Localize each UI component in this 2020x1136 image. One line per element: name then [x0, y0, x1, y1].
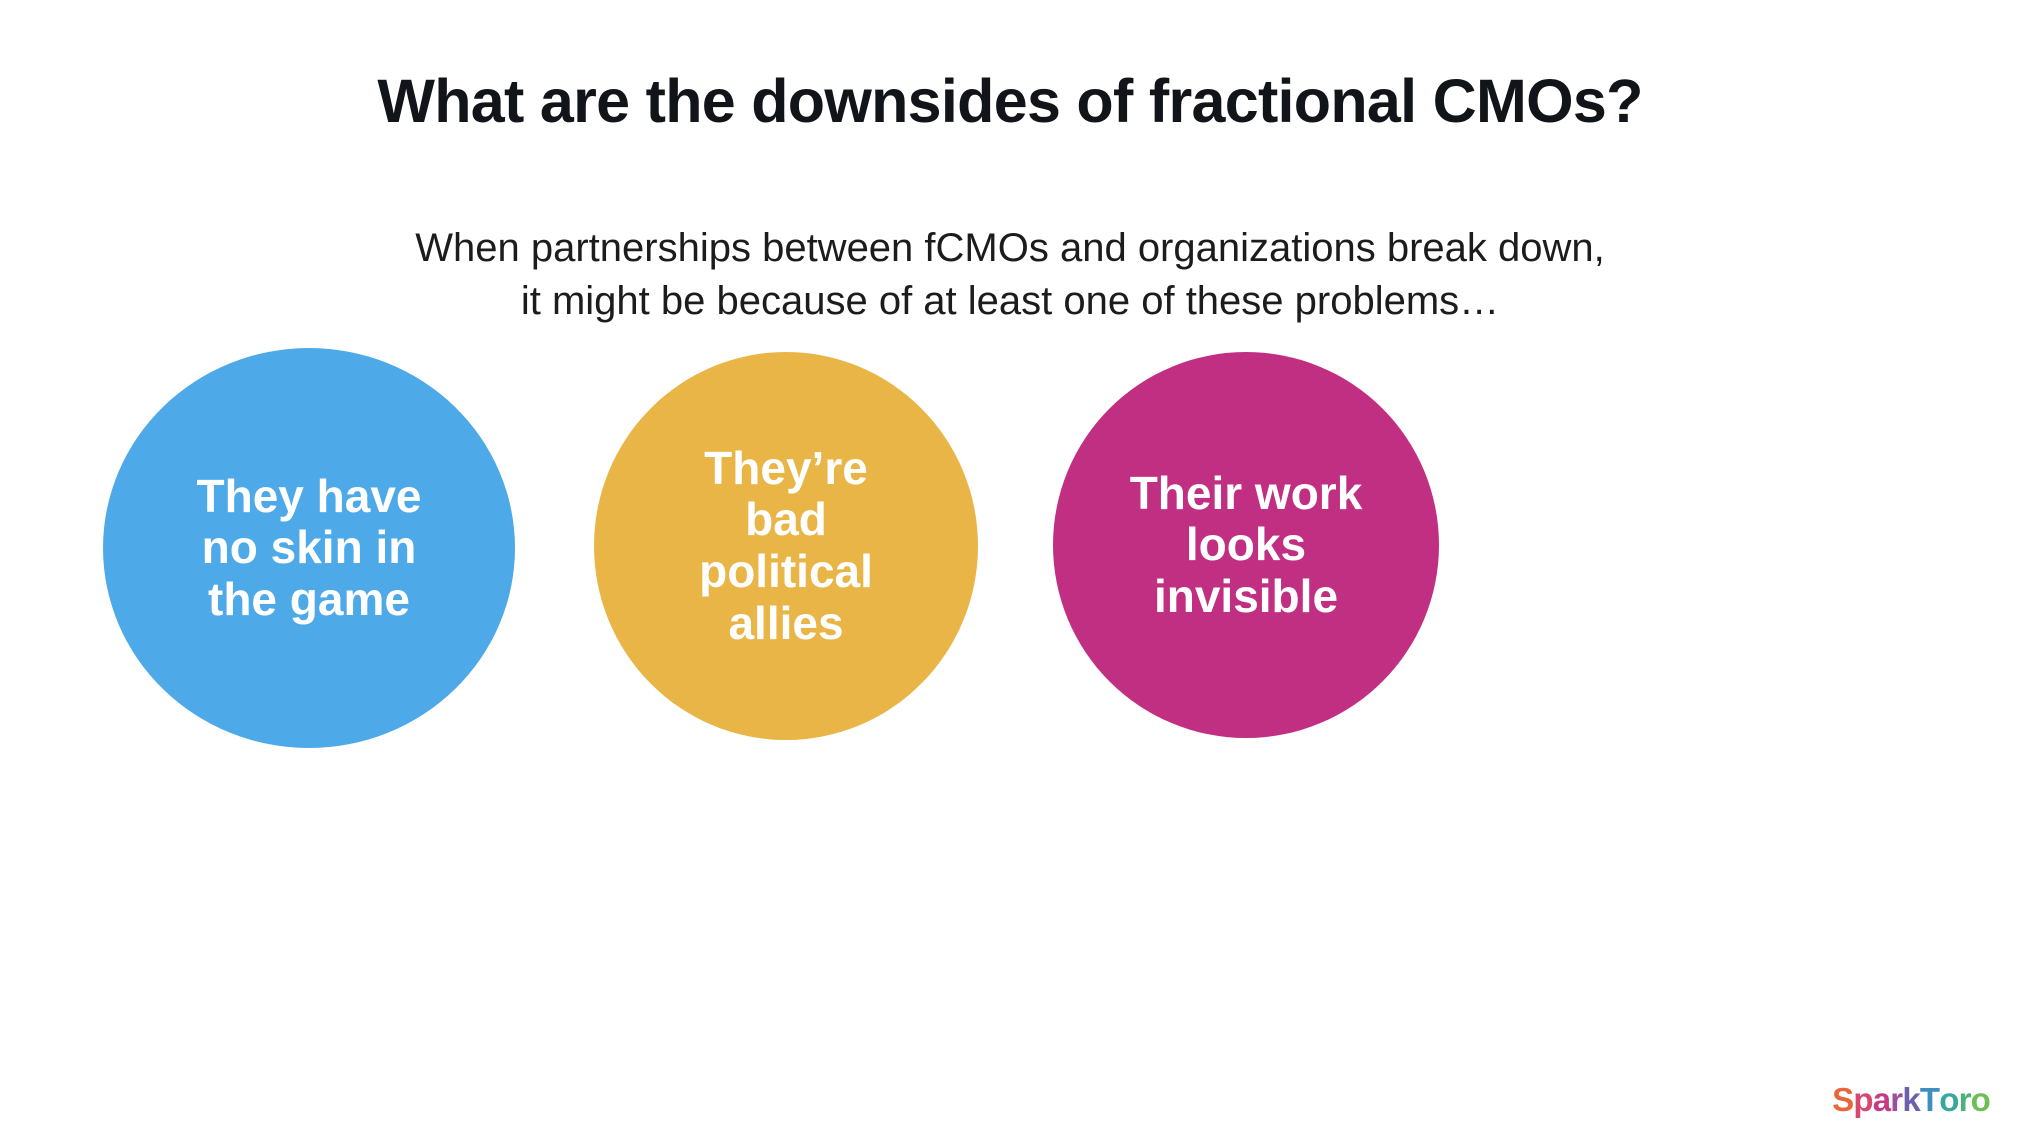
logo-letter-0: S: [1832, 1081, 1854, 1118]
bubble-label: Their work looks invisible: [1129, 466, 1363, 622]
bubble-bad-political-allies: They’re bad political allies: [594, 352, 978, 740]
bubble-label: They have no skin in the game: [196, 469, 422, 625]
page-title: What are the downsides of fractional CMO…: [377, 67, 1643, 135]
logo-letter-5: T: [1919, 1081, 1940, 1118]
bubble-work-looks-invisible: Their work looks invisible: [1053, 352, 1439, 738]
logo-letter-7: r: [1958, 1081, 1972, 1118]
logo-letter-2: a: [1872, 1081, 1891, 1118]
logo-letter-4: k: [1902, 1081, 1920, 1118]
bubble-label: They’re bad political allies: [699, 441, 873, 649]
bubble-no-skin-in-the-game: They have no skin in the game: [103, 348, 515, 748]
page-subtitle: When partnerships between fCMOs and orga…: [0, 222, 2020, 328]
subtitle-line-1: When partnerships between fCMOs and orga…: [415, 226, 1605, 270]
bubble-row: They have no skin in the game They’re ba…: [0, 348, 2020, 948]
logo-letter-8: o: [1970, 1081, 1991, 1118]
logo-letter-1: p: [1853, 1081, 1873, 1118]
subtitle-line-2: it might be because of at least one of t…: [520, 279, 1500, 324]
logo-letter-3: r: [1890, 1081, 1903, 1118]
sparktoro-logo: SparkToro: [1832, 1081, 1991, 1118]
logo-letter-6: o: [1939, 1081, 1959, 1118]
